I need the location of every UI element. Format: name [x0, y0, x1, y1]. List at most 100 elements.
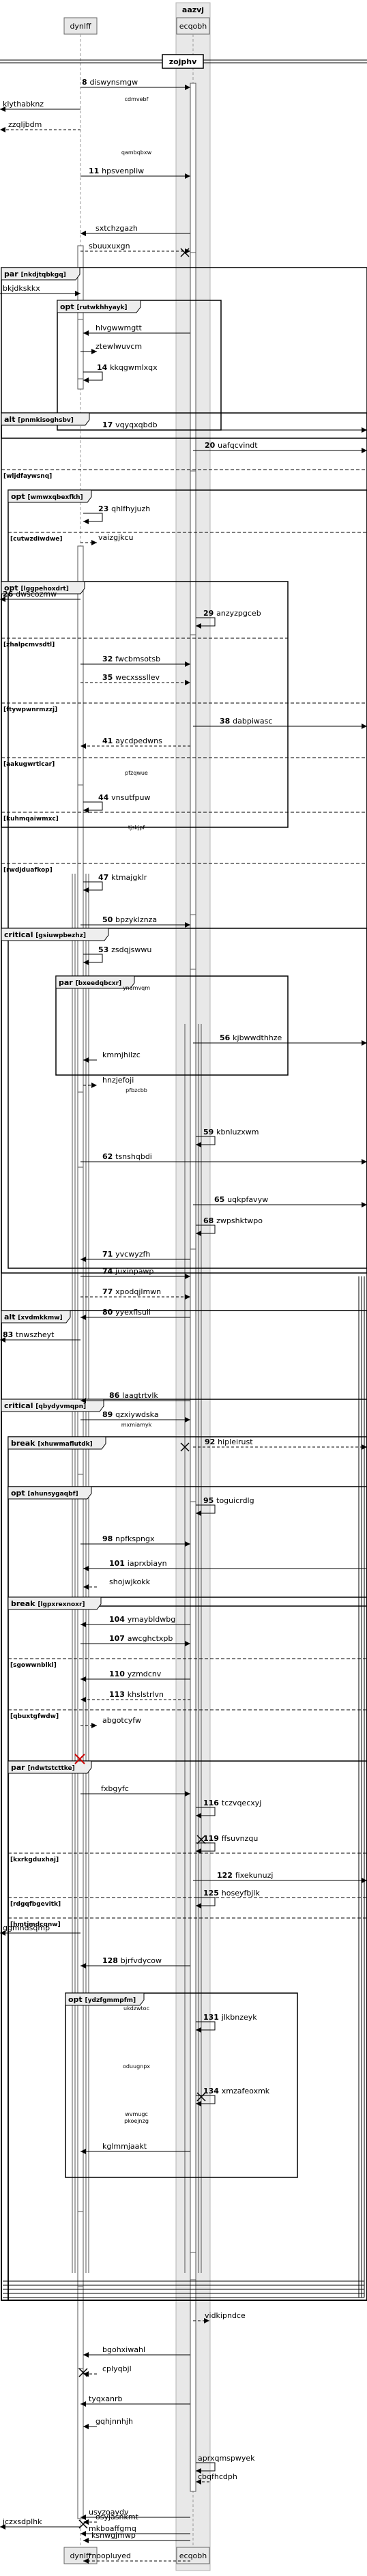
message-label: bgohxiwahl: [102, 2345, 145, 2354]
message-label: 8 diswynsmgw: [82, 78, 138, 87]
message-label: usyzoavdv: [89, 2508, 129, 2517]
arrow-head: [196, 1903, 201, 1908]
self-message-arrow: [83, 513, 103, 522]
message-label: 65 uqkpfavyw: [214, 1195, 268, 1204]
arrow-head: [196, 1813, 201, 1818]
arrow-head: [80, 1257, 86, 1262]
arrow-head: [185, 173, 190, 179]
arrow-head: [362, 448, 367, 453]
arrow-head: [196, 623, 201, 629]
arrow-head: [362, 724, 367, 729]
message-label: 95 toguicrdlg: [203, 1496, 254, 1505]
fragment-alt-tab: [1, 412, 90, 426]
fragment-opt-label: opt [wmwxqbexfkh]: [11, 492, 83, 501]
fragment-par-label: par [bxeedqbcxr]: [59, 978, 121, 987]
message-label: kglmmjaakt: [102, 2142, 147, 2151]
message-label: 128 bjrfvdycow: [102, 1956, 162, 1965]
fragment-par-label: par [nkdjtqbkgq]: [4, 270, 66, 278]
arrow-head: [185, 1294, 190, 1300]
message-label: 131 jlkbnzeyk: [203, 2013, 257, 2022]
message-label: 104 ymaybldwbg: [109, 1615, 175, 1624]
message-label: 89 qzxiywdska: [102, 1410, 159, 1419]
message-label: 59 kbnluzxwm: [203, 1128, 259, 1136]
fragment-opt-tab: [8, 1486, 92, 1500]
message-label: 77 xpodqjlmwn: [102, 1287, 161, 1296]
destroy-marker: [196, 1835, 206, 1844]
self-message-arrow: [196, 1136, 216, 1145]
message-label: ksnwgjmwp: [91, 2531, 136, 2540]
arrow-head: [362, 1444, 367, 1450]
message-label: gqhjnnhjh: [96, 2417, 133, 2426]
arrow-head: [80, 2515, 86, 2520]
arrow-head: [185, 661, 190, 667]
message-label: ztewlwuvcm: [96, 342, 142, 351]
message-label: mkboaffgmq: [89, 2524, 136, 2533]
fragment-par-tab: [1, 267, 80, 281]
arrow-head: [83, 1057, 89, 1063]
note-label: ynamvqm: [123, 985, 150, 991]
arrow-head: [196, 2027, 201, 2033]
arrow-head: [80, 1315, 86, 1320]
participant-head-ecqobh-label: ecqobh: [179, 22, 207, 31]
arrow-head: [185, 1791, 190, 1797]
self-message-arrow: [196, 1504, 216, 1514]
participant-foot-ecqobh-label: ecqobh: [179, 2551, 207, 2560]
arrow-head: [83, 519, 89, 524]
arrow-head: [362, 1159, 367, 1164]
message-label: 98 npfkspngx: [102, 1534, 155, 1543]
fragment-alt-label: alt [xvdmkkmw]: [4, 1313, 63, 1321]
message-label: 32 fwcbmsotsb: [102, 655, 160, 663]
arrow-head: [185, 1417, 190, 1422]
activation-bar: [190, 83, 196, 281]
message-label: 23 qhlfhyjuzh: [98, 504, 150, 513]
message-label: 74 juxinpawp: [102, 1267, 153, 1276]
fragment-par-tab: [55, 975, 135, 989]
arrow-head: [196, 2101, 201, 2106]
message-label: aprxqmspwyek: [198, 2454, 255, 2463]
arrow-head: [0, 597, 5, 602]
arrow-head: [91, 540, 97, 545]
message-label: shojwjkokk: [109, 1577, 151, 1586]
fragment-section-label: [rwdjduafkop]: [3, 867, 53, 874]
self-message-arrow: [83, 881, 103, 891]
arrow-head: [91, 1723, 97, 1728]
arrow-head: [80, 1697, 86, 1702]
fragment-section-label: [cutwzdiwdwe]: [10, 536, 63, 543]
arrow-head: [196, 1142, 201, 1147]
message-label: jczxsdplhk: [2, 2517, 42, 2526]
arrow-head: [80, 1963, 86, 1969]
arrow-head: [80, 1676, 86, 1682]
arrow-head: [196, 1848, 201, 1854]
fragment-break-label: break [lgpxrexnoxr]: [11, 1599, 85, 1608]
fragment-opt: [8, 1486, 367, 1607]
fragment-par: [8, 1760, 367, 2301]
message-label: 44 vnsutfpuw: [98, 793, 150, 802]
fragment-break-tab: [8, 1597, 102, 1610]
arrow-head: [185, 1641, 190, 1646]
self-message-arrow: [196, 2021, 216, 2031]
message-label: 50 bpzyklznza: [102, 915, 157, 924]
message-label: fxbgyfc: [101, 1784, 129, 1793]
self-message-arrow: [83, 954, 103, 963]
arrow-head: [83, 2538, 89, 2543]
arrow-head: [196, 2468, 201, 2474]
arrow-head: [83, 330, 89, 336]
activation-bar: [190, 1501, 196, 2253]
fragment-section-label: [hmtjmdcqnw]: [10, 1921, 61, 1928]
fragment-section-label: [kxrkgduxhaj]: [10, 1857, 59, 1863]
message-label: 62 tsnshqbdi: [102, 1152, 152, 1161]
message-label: 68 zwpshktwpo: [203, 1216, 263, 1225]
message-label: 14 kkqgwmlxqx: [97, 363, 158, 372]
self-message-arrow: [196, 617, 216, 627]
message-label: 41 aycdpedwns: [102, 736, 162, 745]
message-label: 122 fixekunuzj: [217, 1871, 273, 1880]
self-message-arrow: [83, 371, 103, 381]
arrow-head: [185, 85, 190, 90]
destroy-marker: [78, 2519, 88, 2529]
message-label: 116 tczvqecxyj: [203, 1799, 261, 1807]
message-label: bkjdkskkx: [3, 284, 40, 293]
fragment-break-label: break [xhuwmaflutdk]: [11, 1439, 93, 1448]
note-label: qambqbxw: [121, 149, 152, 156]
arrow-head: [83, 2558, 89, 2564]
